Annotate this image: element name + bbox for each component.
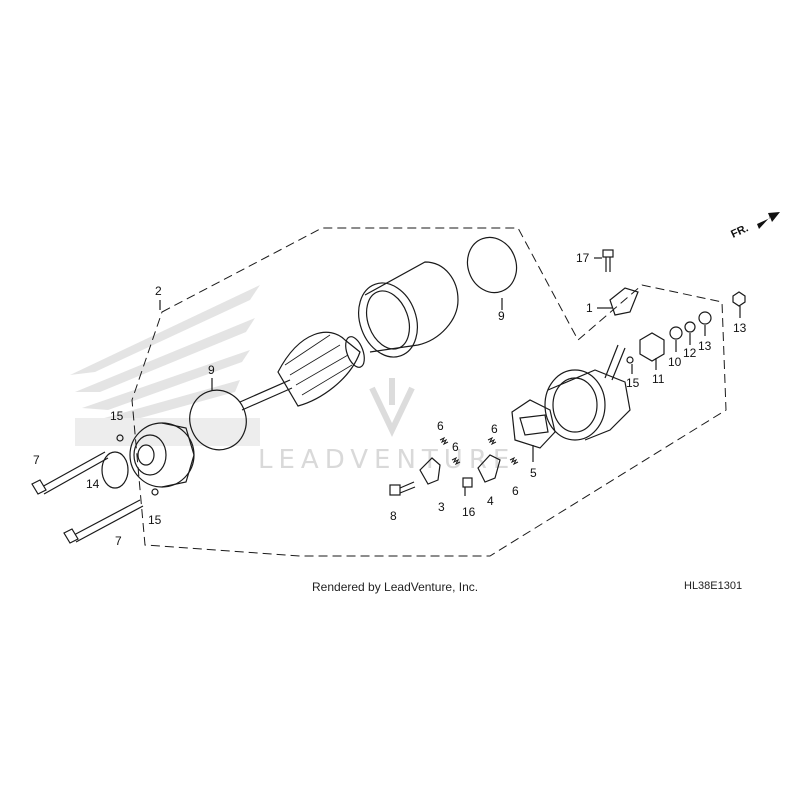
callout-6c: 6 [491, 422, 498, 436]
o-ring-14 [101, 451, 129, 489]
callout-5: 5 [530, 466, 537, 480]
callout-6b: 6 [452, 440, 459, 454]
yoke-housing [358, 261, 459, 358]
washer-15-upper [116, 434, 124, 442]
callout-6d: 6 [512, 484, 519, 498]
bolt-lower [63, 499, 144, 544]
brush-3 [419, 457, 441, 485]
bolt-upper [31, 451, 109, 495]
callout-7b: 7 [115, 534, 122, 548]
arrow-icon [757, 212, 780, 229]
front-cover [129, 422, 195, 488]
callout-15a: 15 [110, 409, 124, 423]
callout-12: 12 [683, 346, 697, 360]
nut-11 [639, 332, 665, 362]
bolt-17 [602, 249, 614, 272]
callout-13a: 13 [698, 339, 712, 353]
callout-9a: 9 [208, 363, 215, 377]
fr-label: FR. [729, 222, 750, 240]
brush-springs [439, 436, 519, 466]
screw-8 [389, 481, 416, 496]
callout-16: 16 [462, 505, 476, 519]
leadventure-logo-watermark [369, 378, 415, 437]
callout-7a: 7 [33, 453, 40, 467]
callout-2: 2 [155, 284, 162, 298]
rear-cover [544, 344, 631, 441]
front-direction-arrow: FR. [729, 212, 780, 241]
callout-4: 4 [487, 494, 494, 508]
callout-14: 14 [86, 477, 100, 491]
footer-credit: Rendered by LeadVenture, Inc. [312, 580, 479, 594]
callout-9b: 9 [498, 309, 505, 323]
o-ring-9-right [466, 236, 518, 294]
callout-17: 17 [576, 251, 590, 265]
terminal-bracket-1 [609, 287, 639, 316]
callout-15c: 15 [626, 376, 640, 390]
diagram-code: HL38E1301 [684, 580, 743, 592]
o-ring-9-left [189, 389, 247, 451]
callout-labels: 1 2 3 4 5 6 6 6 6 7 7 8 9 9 10 11 12 13 … [33, 251, 747, 548]
callout-15b: 15 [148, 513, 162, 527]
armature [239, 331, 365, 411]
nut-13-lower [698, 311, 712, 325]
callout-8: 8 [390, 509, 397, 523]
screw-16 [462, 477, 473, 496]
assembly-outline [131, 227, 727, 557]
callout-1: 1 [586, 301, 593, 315]
washer-10 [669, 326, 683, 340]
callout-3: 3 [438, 500, 445, 514]
brush-4 [477, 454, 501, 483]
callout-11: 11 [652, 372, 665, 386]
callout-6a: 6 [437, 419, 444, 433]
washer-12 [684, 321, 696, 333]
honda-wing-watermark [70, 285, 260, 446]
callout-13b: 13 [733, 321, 747, 335]
washer-15-rear [626, 356, 634, 364]
washer-15-lower [151, 488, 159, 496]
callout-10: 10 [668, 355, 682, 369]
nut-13-upper [732, 291, 746, 307]
brush-holder [511, 399, 556, 449]
watermark-brand-text: LEADVENTURE [258, 445, 515, 475]
